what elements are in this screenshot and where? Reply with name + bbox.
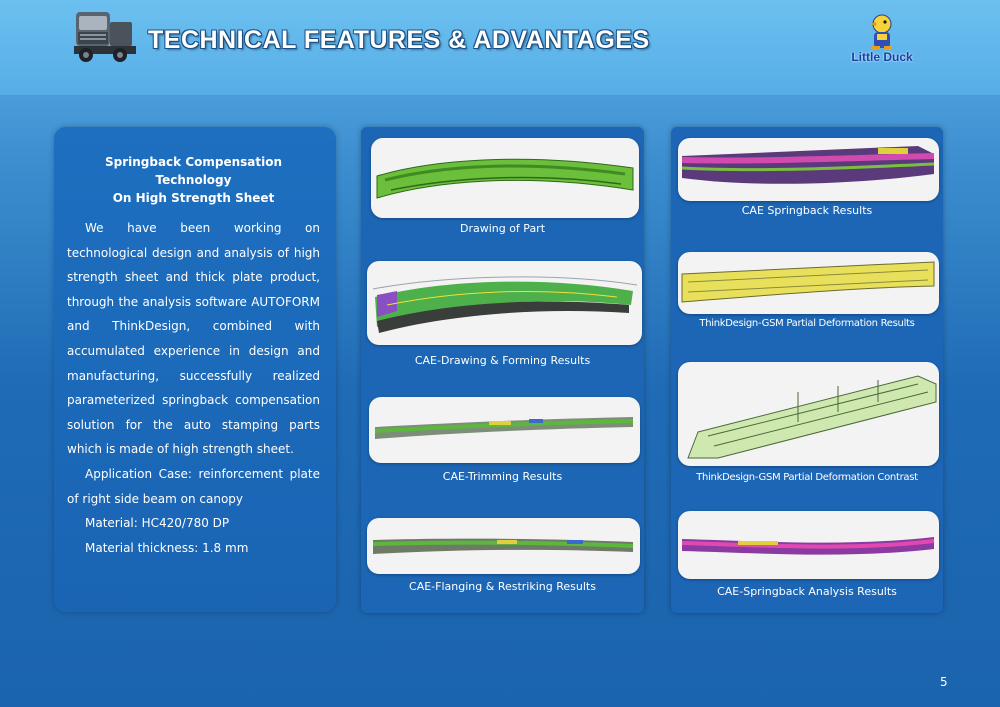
panel-title-line2: On High Strength Sheet — [112, 191, 275, 205]
cae-springback-results-image — [678, 138, 939, 201]
truck-icon — [74, 12, 136, 62]
application-case: Application Case: reinforcement plate of… — [67, 466, 320, 506]
forming-results-column: Drawing of Part CAE-Drawing & Forming Re… — [361, 127, 644, 613]
springback-analysis-results-image — [678, 511, 939, 579]
caption-gsm-partial-deformation-contrast: ThinkDesign-GSM Partial Deformation Cont… — [696, 472, 918, 483]
caption-springback-analysis-results: CAE-Springback Analysis Results — [717, 585, 897, 598]
page-number: 5 — [940, 675, 948, 689]
trimming-results-image — [369, 397, 640, 463]
description-panel: Springback Compensation Technology On Hi… — [54, 127, 336, 612]
material-spec: Material: HC420/780 DP — [85, 516, 230, 531]
caption-drawing-forming-results: CAE-Drawing & Forming Results — [414, 354, 591, 367]
flanging-restriking-results-image — [367, 518, 640, 574]
brand-logo-text: Little Duck — [851, 50, 913, 64]
brand-logo: Little Duck — [842, 12, 922, 67]
caption-gsm-partial-deformation-results: ThinkDesign-GSM Partial Deformation Resu… — [699, 318, 915, 329]
thickness-spec: Material thickness: 1.8 mm — [85, 540, 249, 555]
panel-title: Springback Compensation Technology On Hi… — [67, 153, 320, 207]
page-title: TECHNICAL FEATURES & ADVANTAGES — [148, 26, 650, 54]
drawing-forming-results-image — [367, 261, 642, 345]
gsm-partial-deformation-results-image — [678, 252, 939, 314]
caption-drawing-of-part: Drawing of Part — [459, 222, 546, 235]
header-band — [0, 0, 1000, 95]
caption-cae-springback-results: CAE Springback Results — [741, 204, 873, 217]
caption-trimming-results: CAE-Trimming Results — [442, 470, 563, 483]
caption-flanging-restriking-results: CAE-Flanging & Restriking Results — [409, 580, 596, 593]
springback-results-column: CAE Springback Results ThinkDesign-GSM P… — [671, 127, 943, 613]
drawing-of-part-image — [371, 138, 639, 218]
panel-title-line1: Springback Compensation Technology — [104, 155, 283, 187]
description-paragraph: We have been working on technological de… — [67, 221, 320, 457]
gsm-partial-deformation-contrast-image — [678, 362, 939, 466]
duck-logo-icon — [870, 14, 892, 50]
